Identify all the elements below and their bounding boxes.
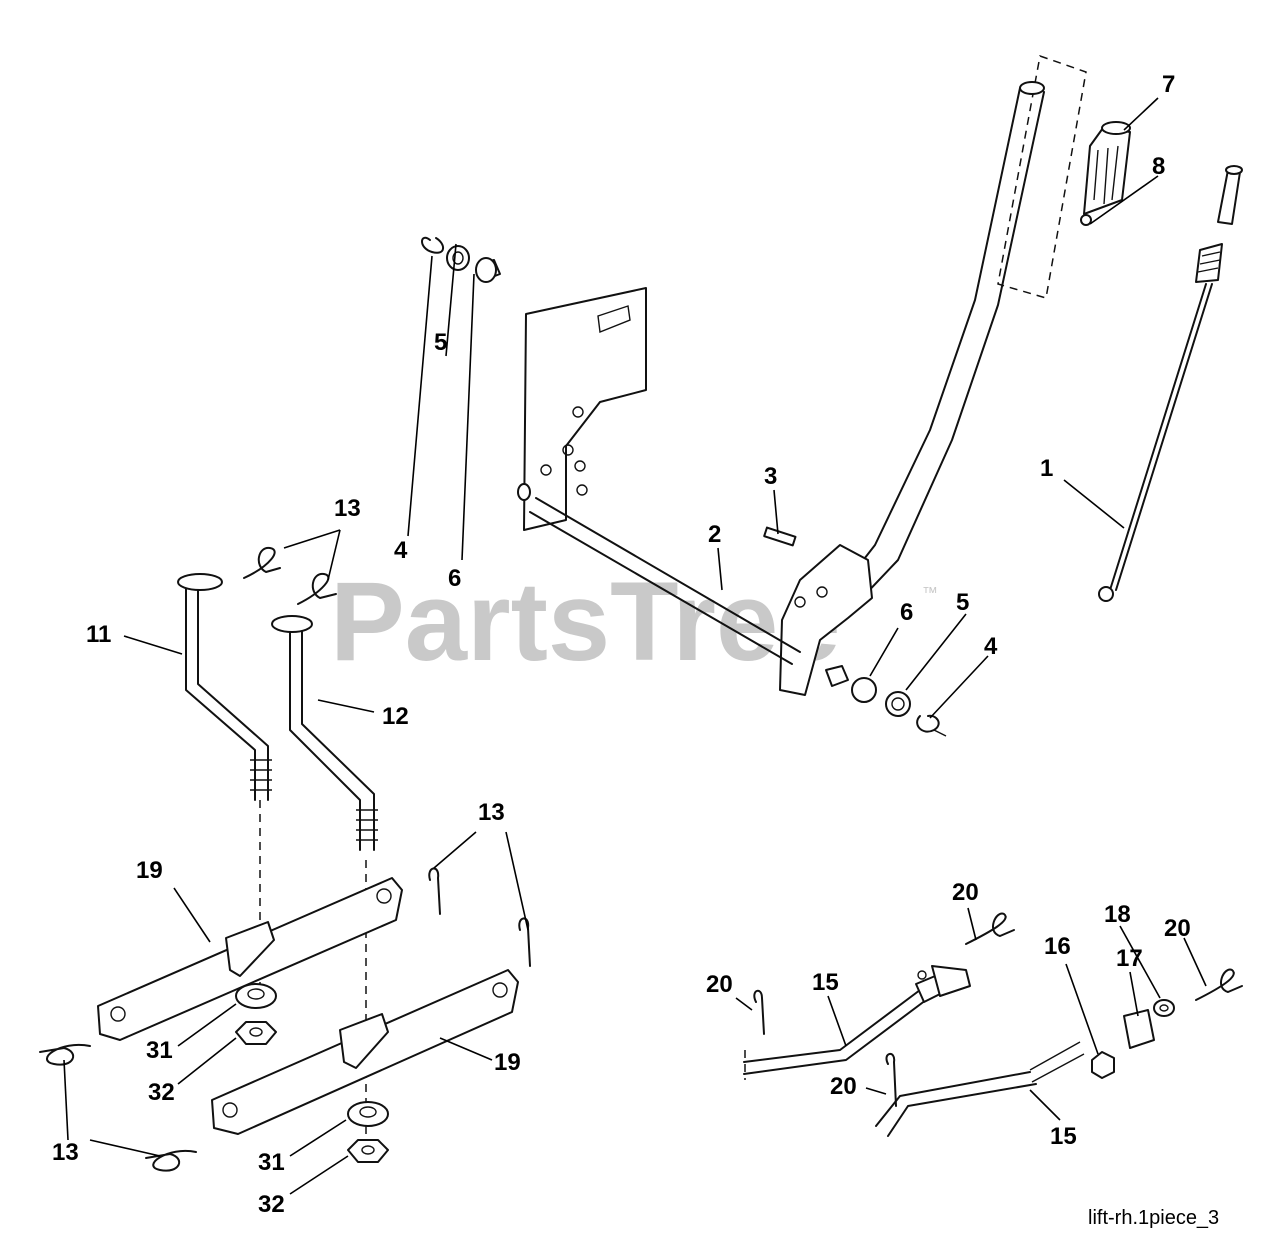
lift-cable: [1098, 165, 1243, 602]
callout-8: 8: [1152, 153, 1165, 180]
callout-17: 17: [1116, 945, 1143, 972]
callout-12: 12: [382, 703, 409, 730]
callout-13-middle: 13: [478, 799, 505, 826]
right-shaft-hardware: [825, 665, 947, 737]
lift-handle: [779, 55, 1087, 696]
callout-16: 16: [1044, 933, 1071, 960]
adjustment-rods: [743, 965, 1175, 1137]
mounting-bracket: [523, 287, 647, 531]
leader-lines: [63, 97, 1207, 1195]
callout-32-lower: 32: [258, 1191, 285, 1218]
bushings-and-nuts: [235, 983, 389, 1163]
callout-4-left: 4: [394, 537, 408, 564]
callout-32-upper: 32: [148, 1079, 175, 1106]
callout-20-left: 20: [706, 971, 733, 998]
left-shaft-hardware: [421, 236, 501, 283]
callout-31-upper: 31: [146, 1037, 173, 1064]
callout-11: 11: [86, 621, 111, 648]
watermark-trademark: ™: [922, 585, 938, 602]
hair-pins-bottom: [39, 1043, 197, 1172]
callout-20-right: 20: [1164, 915, 1191, 942]
callout-7: 7: [1162, 71, 1175, 98]
callout-18: 18: [1104, 901, 1131, 928]
hair-pins-top: [243, 546, 337, 605]
callout-20-top: 20: [952, 879, 979, 906]
callout-4-right: 4: [984, 633, 998, 660]
lift-link-left: [177, 573, 272, 801]
callout-5-left: 5: [434, 329, 447, 356]
callout-19-lower: 19: [494, 1049, 521, 1076]
roll-pin: [763, 526, 797, 547]
callout-31-lower: 31: [258, 1149, 285, 1176]
callout-5-right: 5: [956, 589, 969, 616]
lift-arm-lower: [211, 969, 519, 1135]
hair-pins-20: [753, 912, 1243, 1107]
hair-pins-middle: [428, 867, 531, 967]
callout-20-bottom: 20: [830, 1073, 857, 1100]
lift-shaft: [517, 483, 801, 665]
callout-19-upper: 19: [136, 857, 163, 884]
callout-3: 3: [764, 463, 777, 490]
callout-1: 1: [1040, 455, 1053, 482]
lift-link-right: [271, 615, 378, 851]
watermark: PartsTree: [330, 559, 841, 684]
callout-13-top: 13: [334, 495, 361, 522]
handle-grip: [1080, 121, 1131, 226]
callout-13-bottom: 13: [52, 1139, 79, 1166]
callout-6-right: 6: [900, 599, 913, 626]
callout-15-lower: 15: [1050, 1123, 1077, 1150]
callout-labels: 1 2 3 4 5 6 7 8 11 12 13 13 13 19 19 31 …: [52, 71, 1191, 1218]
lift-arm-upper: [97, 877, 403, 1041]
callout-6-left: 6: [448, 565, 461, 592]
callout-2: 2: [708, 521, 721, 548]
diagram-id-label: lift-rh.1piece_3: [1088, 1207, 1219, 1229]
callout-15-upper: 15: [812, 969, 839, 996]
